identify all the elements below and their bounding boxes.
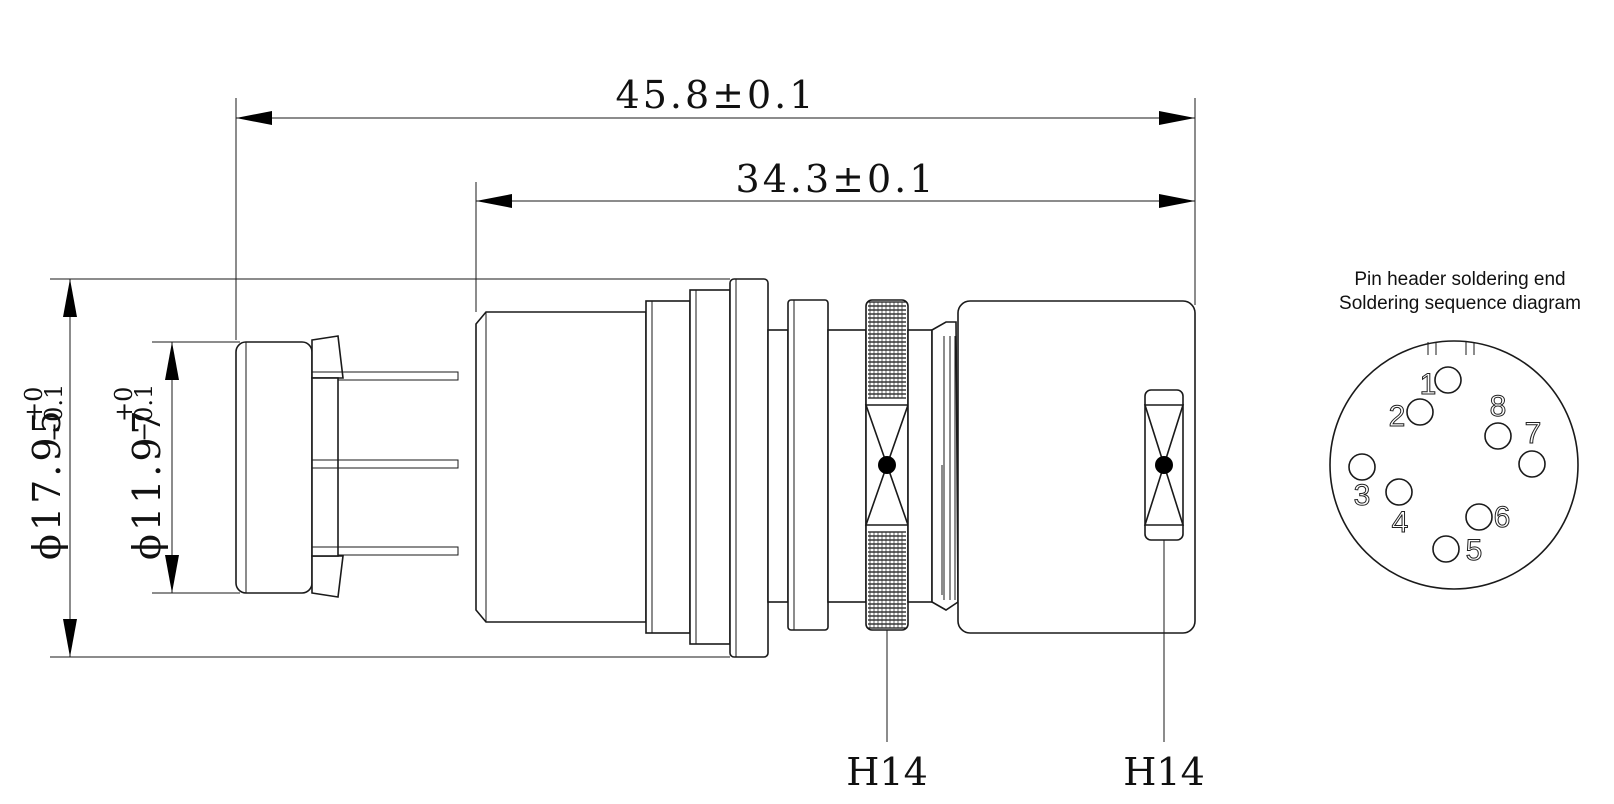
pin-label-2: 2 bbox=[1389, 400, 1406, 433]
pin-label-6: 6 bbox=[1494, 501, 1511, 534]
overall-length-label: 45.8±0.1 bbox=[616, 73, 817, 117]
pin-3 bbox=[1348, 453, 1376, 481]
keyway bbox=[1427, 342, 1475, 355]
dim-body-length: 34.3±0.1 bbox=[476, 157, 1195, 208]
pin-5 bbox=[1432, 535, 1460, 563]
dim-outer-diameter: ϕ17.95 +0 −0.1 bbox=[20, 279, 77, 657]
svg-text:ϕ17.95: ϕ17.95 bbox=[25, 407, 69, 560]
pin-face-outline bbox=[1329, 340, 1579, 590]
inner-diameter-tol-upper: +0 bbox=[110, 387, 138, 422]
cap-wrench-mark bbox=[1155, 456, 1173, 474]
body-step bbox=[645, 300, 691, 634]
inner-diameter-prefix: ϕ bbox=[125, 531, 169, 560]
outer-diameter-prefix: ϕ bbox=[25, 531, 69, 560]
thread-section bbox=[907, 321, 959, 611]
body-neck bbox=[767, 329, 789, 603]
body-collar bbox=[689, 289, 731, 645]
pin-label-3: 3 bbox=[1354, 479, 1371, 512]
pin-label-1: 1 bbox=[1420, 368, 1437, 401]
pin-7 bbox=[1518, 450, 1546, 478]
front-cap bbox=[957, 300, 1196, 634]
body-length-label: 34.3±0.1 bbox=[736, 157, 937, 201]
coupling-nut bbox=[864, 299, 910, 631]
extension-lines bbox=[50, 98, 1196, 658]
pin-8 bbox=[1484, 422, 1512, 450]
dim-overall-length: 45.8±0.1 bbox=[236, 73, 1195, 125]
pin-diagram-title-line2: Soldering sequence diagram bbox=[1339, 293, 1581, 314]
outer-diameter-tol-lower: −0.1 bbox=[40, 384, 68, 442]
pin-label-4: 4 bbox=[1392, 506, 1409, 539]
pin-2 bbox=[1406, 398, 1434, 426]
nut-wrench-mark bbox=[878, 456, 896, 474]
pin-4 bbox=[1385, 478, 1413, 506]
inner-diameter-value: 11.97 bbox=[125, 407, 169, 531]
pin-label-8: 8 bbox=[1490, 390, 1507, 423]
body-shaft bbox=[827, 329, 867, 603]
cap-wrench-label: H14 bbox=[1123, 750, 1205, 794]
pin-diagram-title-line1: Pin header soldering end bbox=[1354, 269, 1565, 290]
pin-6 bbox=[1465, 503, 1493, 531]
rear-insulator bbox=[235, 341, 313, 594]
pin-diagram: Pin header soldering end Soldering seque… bbox=[1329, 269, 1581, 590]
pin-group: 12 34 56 78 bbox=[1348, 366, 1546, 568]
main-body bbox=[475, 311, 647, 623]
outer-diameter-tol-upper: +0 bbox=[20, 387, 48, 422]
dim-inner-diameter: ϕ11.97 +0 −0.1 bbox=[110, 342, 179, 593]
pin-label-5: 5 bbox=[1466, 534, 1483, 567]
pin-label-7: 7 bbox=[1525, 417, 1542, 450]
solder-pins bbox=[311, 335, 459, 598]
inner-diameter-tol-lower: −0.1 bbox=[130, 384, 158, 442]
outer-diameter-value: 17.95 bbox=[25, 407, 69, 531]
callout-leaders: H14 H14 bbox=[846, 540, 1205, 794]
nut-wrench-label: H14 bbox=[846, 750, 928, 794]
svg-text:ϕ11.97: ϕ11.97 bbox=[125, 407, 169, 560]
pin-1 bbox=[1434, 366, 1462, 394]
connector-side-view bbox=[235, 278, 1196, 658]
